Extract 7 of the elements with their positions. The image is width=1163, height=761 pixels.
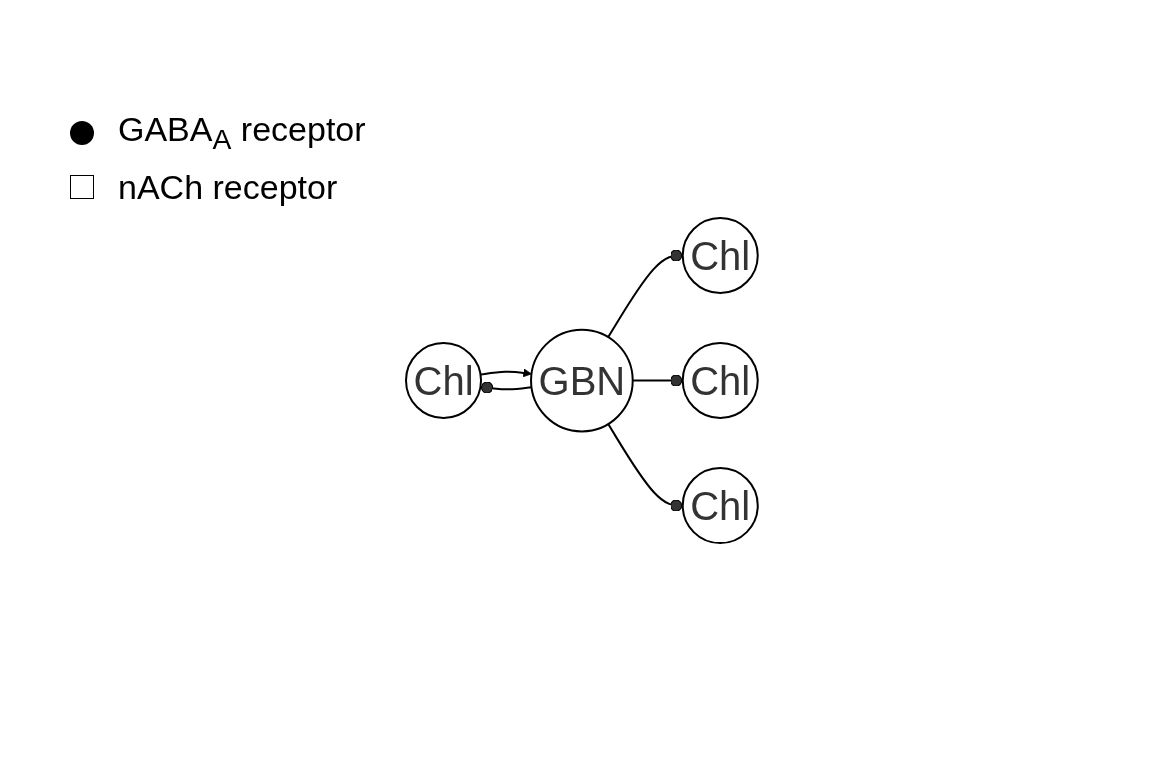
node-circle: Chl [404,342,482,419]
node-circle: GBN [529,328,634,433]
node-circle: Chl [681,467,759,545]
legend-text: GABA$_{A}$ receptor [118,110,366,156]
node-circle: Chl [681,342,759,419]
node-circle: Chl [681,216,759,294]
legend-text: nACh receptor [118,167,338,207]
